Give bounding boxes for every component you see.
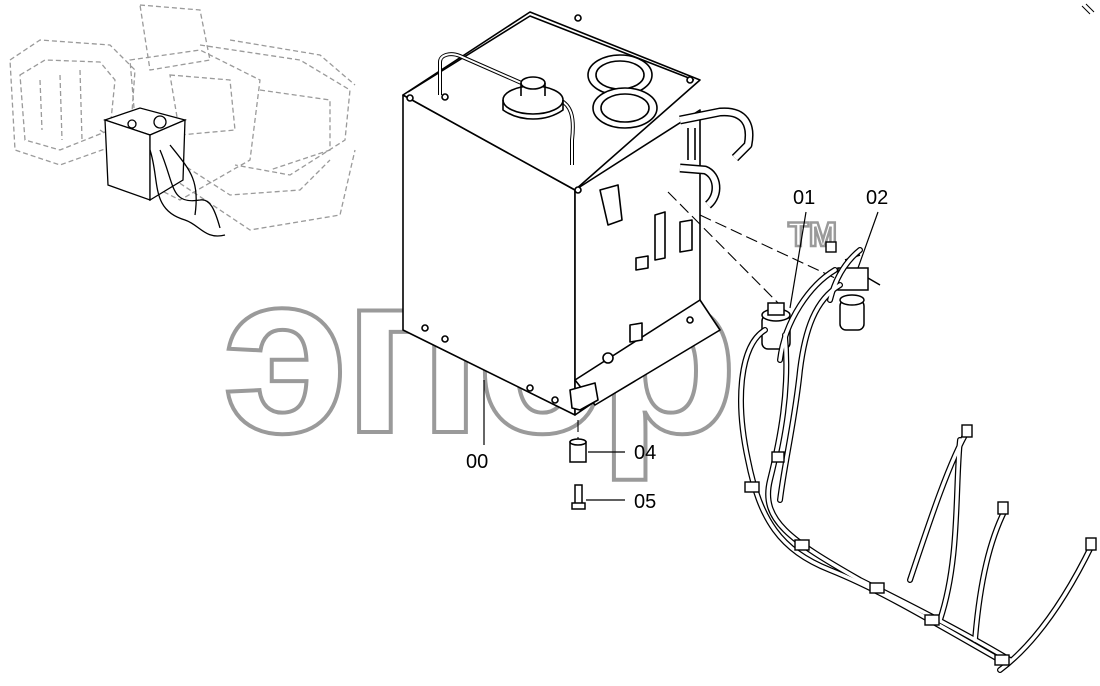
callout-05: 05	[634, 491, 656, 513]
callout-02: 02	[866, 187, 888, 209]
tank-location-detail	[102, 107, 226, 237]
bolt-05	[571, 484, 586, 510]
callout-04: 04	[634, 442, 656, 464]
excavator-context-outline	[9, 4, 356, 231]
callout-00: 00	[466, 451, 488, 473]
callout-01: 01	[793, 187, 815, 209]
corner-mark-icon	[1081, 3, 1095, 15]
spacer-04	[569, 438, 587, 463]
callout-leaders	[483, 211, 879, 501]
hose-harness-inner	[739, 248, 1094, 672]
hydraulic-tank	[402, 11, 754, 416]
hose-clamps	[744, 241, 1097, 666]
